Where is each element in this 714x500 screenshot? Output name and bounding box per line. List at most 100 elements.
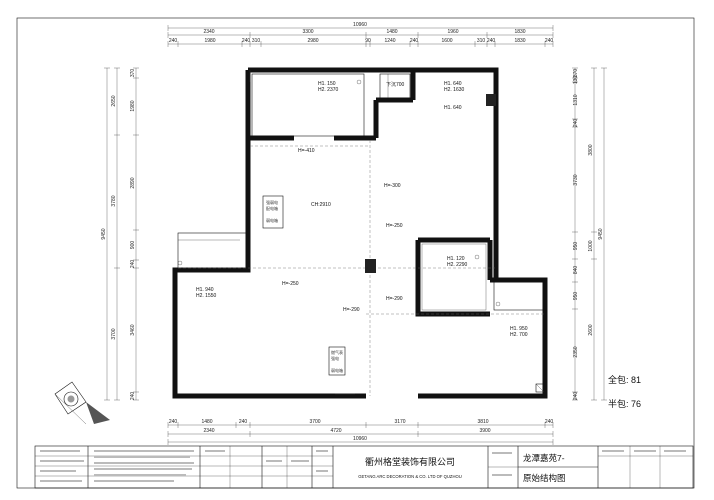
dim-right-in-4: 3730 [573,174,579,185]
full-package-label: 全包: 81 [608,374,641,385]
dim-top2-5: 90 [365,38,371,44]
dim-right-in-5: 950 [573,242,579,251]
drawing-name: 原始结构图 [523,473,566,483]
panel-bottom: 燃气表 强电 弱电箱 [328,346,346,376]
column-top-right [486,94,496,106]
dim-right-outer: 9450 [598,228,604,239]
dim-top2-1: 1980 [204,38,215,44]
dim-bot2-0: 2340 [203,428,214,434]
panel-bot-line-3: 弱电箱 [331,367,343,373]
dim-left-mid-2: 3700 [111,328,117,339]
label-beam-250l: H=-250 [282,281,299,287]
dim-top2-0: 240 [169,38,178,44]
dim-top1-3: 1960 [447,29,458,35]
dim-left-in-5: 3460 [130,324,136,335]
dim-left-in-6: 240 [130,392,136,401]
dim-left-in-0: 370 [130,69,136,78]
top-dimensions: 10960 2340 3300 1480 1960 1830 240 1980 … [167,22,554,47]
dim-top1-2: 1480 [386,29,397,35]
dim-right-in-6: 840 [573,266,579,275]
label-tr-h2: H2. 1630 [444,87,465,93]
label-ll-h1: H1. 940 [196,287,214,293]
label-rl-h2: H2. 700 [510,332,528,338]
left-dimensions: 9450 2650 3780 3700 370 1980 2890 900 24… [101,67,139,401]
sheet-border [16,17,695,489]
dim-top2-6: 1240 [384,38,395,44]
label-tl-h2: H2. 2370 [318,87,339,93]
dim-left-in-2: 2890 [130,177,136,188]
beam-lines [178,140,545,396]
inner-lines [177,70,545,393]
dim-right-in-1: 130 [573,76,579,85]
label-ch-2910: CH:2910 [311,202,331,208]
dim-left-outer: 9450 [101,228,107,239]
label-tl-h1: H1. 150 [318,81,336,87]
dim-top2-12: 240 [545,38,554,44]
label-rl-h1: H1. 950 [510,326,528,332]
dim-top2-7: 240 [410,38,419,44]
dim-left-in-1: 1980 [130,100,136,111]
label-tr-h1: H1. 640 [444,81,462,87]
panel-bot-line-1: 强电 [331,355,339,361]
dim-top2-3: 310 [252,38,261,44]
dim-top1-1: 3300 [302,29,313,35]
panel-left-line-1: 配电箱 [266,205,278,211]
dim-right-in-3: 240 [573,119,579,128]
dim-bot2-1: 4720 [330,428,341,434]
room-labels: H1. 150 H2. 2370 下沉700 H1. 640 H2. 1630 … [196,81,528,338]
dim-bot2-2: 3900 [479,428,490,434]
label-ll-h2: H2. 1550 [196,293,217,299]
half-package-label: 半包: 76 [608,398,641,409]
dim-top-total: 10960 [353,22,367,28]
dim-right-in-7: 950 [573,292,579,301]
label-beam-290a: H=-290 [386,296,403,302]
dim-bot1-0: 240 [169,419,178,425]
dim-bottom-total: 10960 [353,436,367,442]
dim-right-in-2: 1310 [573,94,579,105]
company-name-en: GETANG ARC DECORATION & CO. LTD OF QUZHO… [358,474,462,479]
dim-top2-4: 2980 [307,38,318,44]
dim-left-in-4: 240 [130,260,136,269]
label-mr-h1: H1. 640 [444,105,462,111]
label-beam-300: H=-300 [384,183,401,189]
column-center [365,259,376,273]
label-mid-h1: H1. 120 [447,256,465,262]
dim-left-in-3: 900 [130,241,136,250]
dim-bot1-4: 3170 [394,419,405,425]
panel-bot-line-0: 燃气表 [331,349,343,355]
panel-left-line-0: 强弱电 [266,199,278,205]
label-beam-290b: H=-290 [343,307,360,313]
label-beam-250r: H=-250 [386,223,403,229]
bottom-dimensions: 240 1480 240 3700 3170 3810 240 2340 472… [167,419,554,445]
dim-top2-8: 1600 [441,38,452,44]
fixture-markers [177,79,501,307]
dim-top2-11: 1830 [514,38,525,44]
dim-right-in-0: 370 [573,69,579,78]
compass-logo [54,381,110,425]
title-block: 衢州格堂装饰有限公司 GETANG ARC DECORATION & CO. L… [34,445,694,489]
dim-right-in-8: 2350 [573,346,579,357]
dim-top1-0: 2340 [203,29,214,35]
right-dimensions: 370 130 1310 240 3730 950 840 950 2350 2… [572,67,607,401]
dim-bot1-3: 3700 [309,419,320,425]
dim-top2-9: 310 [477,38,486,44]
dim-left-mid-0: 2650 [111,95,117,106]
dim-right-mid-0: 3800 [588,144,594,155]
dim-top2-2: 240 [242,38,251,44]
dim-top1-4: 1830 [514,29,525,35]
dim-bot1-5: 3810 [477,419,488,425]
dim-left-mid-1: 3780 [111,195,117,206]
label-mid-h2: H2. 2290 [447,262,468,268]
panel-left: 强弱电 配电箱 弱电箱 [262,195,284,229]
dim-bot1-1: 1480 [201,419,212,425]
dim-bot1-6: 240 [545,419,554,425]
label-beam-410: H=-410 [298,148,315,154]
panel-left-line-3: 弱电箱 [266,217,278,223]
dim-right-mid-1: 1000 [588,240,594,251]
project-name: 龙潭嘉苑7- [523,453,565,463]
label-down-sink: 下沉700 [386,81,405,88]
dim-right-mid-2: 2600 [588,324,594,335]
company-name-cn: 衢州格堂装饰有限公司 [365,456,455,467]
dim-right-in-9: 240 [573,392,579,401]
